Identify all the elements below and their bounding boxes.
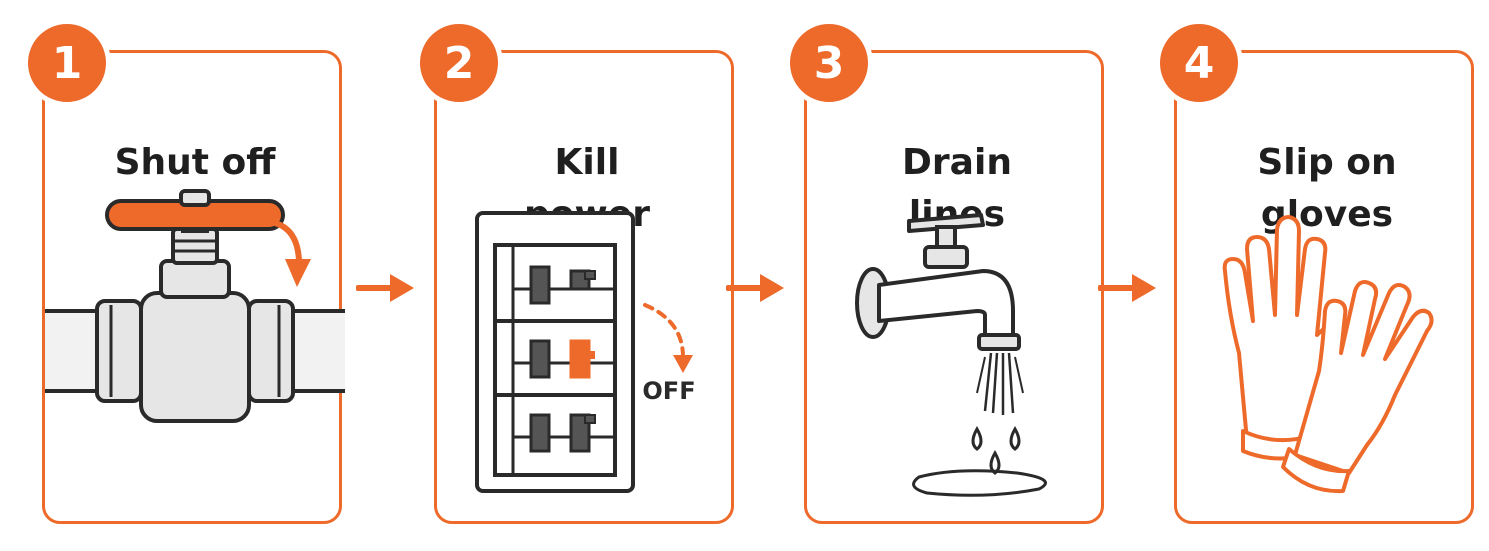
faucet-icon bbox=[855, 213, 1047, 497]
step-card-2: Kill power OFF 2 bbox=[415, 19, 734, 524]
step-badge-1: 1 bbox=[23, 19, 111, 107]
gloves-icon bbox=[1222, 215, 1434, 494]
arrow-right-icon bbox=[726, 274, 784, 302]
step-badge-4: 4 bbox=[1155, 19, 1243, 107]
step-card-4: Slip on gloves 4 bbox=[1155, 19, 1474, 524]
step-badge-3: 3 bbox=[785, 19, 873, 107]
step-card-3: Drain lines 3 bbox=[785, 19, 1104, 524]
arrow-right-icon bbox=[356, 274, 414, 302]
breaker-panel-icon: OFF bbox=[475, 211, 696, 493]
step-card-1: Shut off valve 1 bbox=[23, 19, 345, 524]
valve-icon bbox=[45, 189, 345, 423]
arrow-right-icon bbox=[1098, 274, 1156, 302]
off-label: OFF bbox=[642, 377, 695, 405]
step-badge-2: 2 bbox=[415, 19, 503, 107]
